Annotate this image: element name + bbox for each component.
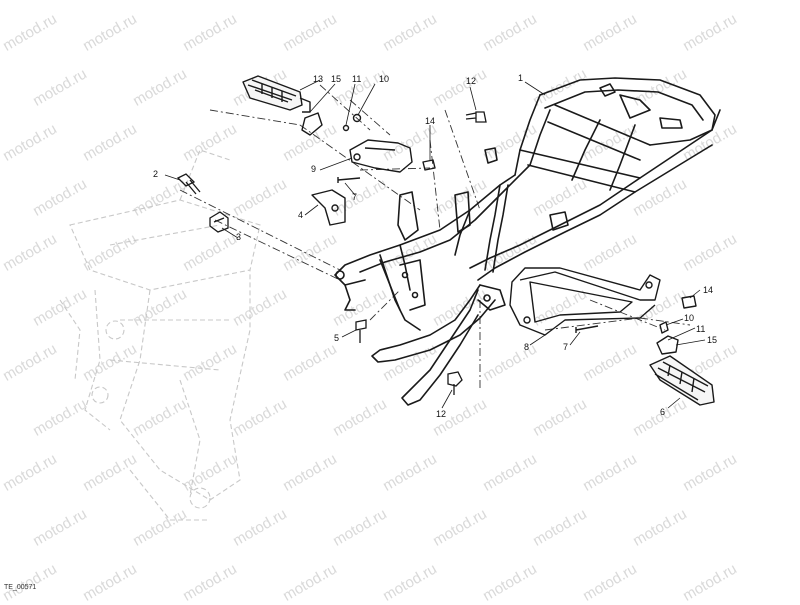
callout-6: 6 <box>660 407 666 417</box>
callout-15-left: 15 <box>331 74 342 84</box>
callout-2: 2 <box>153 169 159 179</box>
leader-lines <box>179 84 691 390</box>
callout-4: 4 <box>298 210 304 220</box>
callout-7-right: 7 <box>563 342 569 352</box>
drawing-code: TE_00571 <box>4 584 37 591</box>
callout-9: 9 <box>311 164 317 174</box>
callout-13: 13 <box>313 74 324 84</box>
callout-1: 1 <box>518 73 524 83</box>
callout-5: 5 <box>334 333 340 343</box>
rear-subframe <box>334 77 721 406</box>
callout-10-left: 10 <box>379 74 390 84</box>
callout-11-right: 11 <box>696 324 706 334</box>
callout-10-right: 10 <box>684 313 695 323</box>
ghost-main-frame <box>59 149 261 521</box>
callout-15-right: 15 <box>707 335 718 345</box>
callout-12-bottom: 12 <box>436 409 447 419</box>
callout-12-top: 12 <box>466 76 477 86</box>
callout-7-left: 7 <box>352 192 358 202</box>
callout-3: 3 <box>236 232 242 242</box>
callout-8: 8 <box>524 342 530 352</box>
left-footpeg-assembly <box>242 75 436 226</box>
callout-11-left: 11 <box>352 74 362 84</box>
callout-leaders <box>164 79 706 409</box>
callout-14-right: 14 <box>703 285 714 295</box>
right-footpeg-assembly <box>509 267 715 406</box>
callout-14-left: 14 <box>425 116 436 126</box>
fasteners <box>176 111 487 395</box>
